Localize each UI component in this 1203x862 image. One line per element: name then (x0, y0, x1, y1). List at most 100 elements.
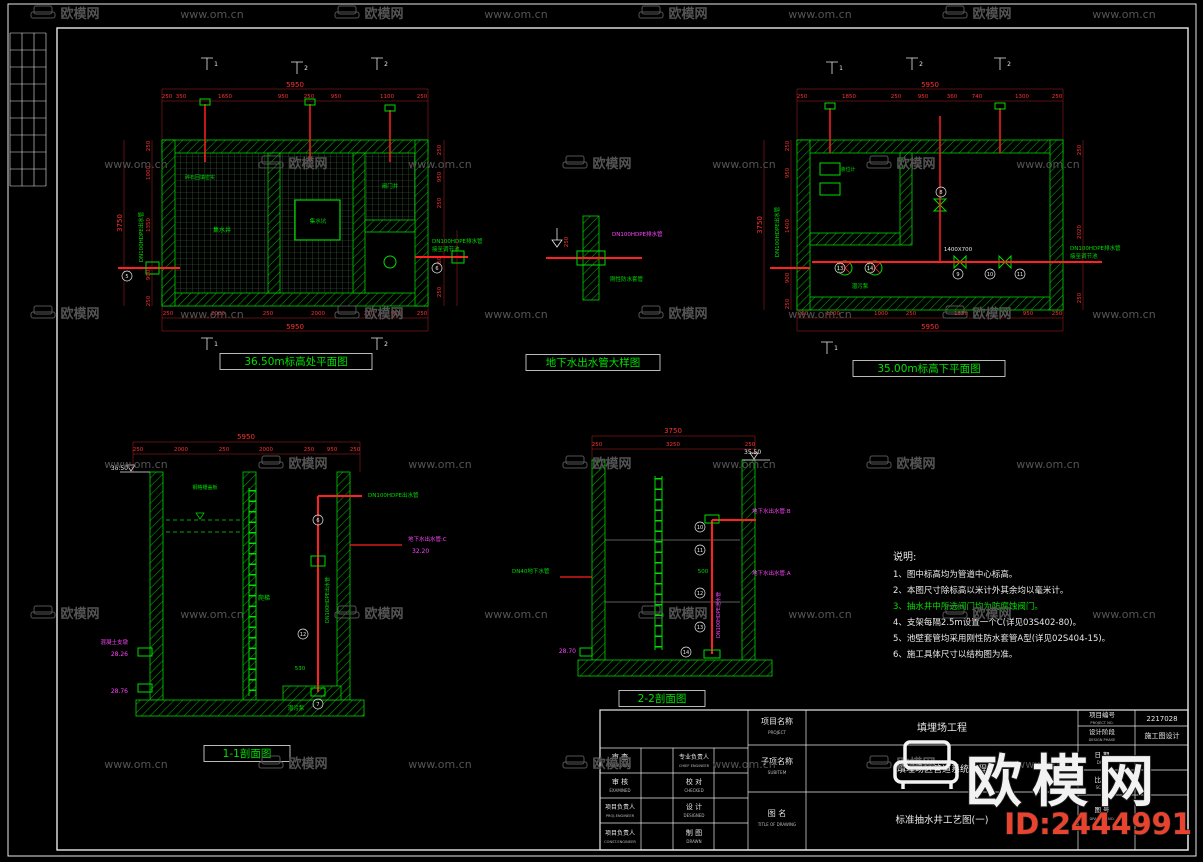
sofa-icon (261, 755, 281, 765)
balloon-circle (297, 628, 309, 640)
anno-label: 阀门井 (382, 182, 399, 190)
dim-label: 1650 (218, 94, 232, 100)
watermark-brand-tile: 欧模网 (30, 605, 100, 622)
watermark-brand-text: 欧模网 (668, 306, 707, 322)
dim-label: 1850 (842, 94, 856, 100)
sofa-icon (945, 305, 965, 315)
sofa-icon (565, 155, 585, 165)
anno-label: DN100HDPE出水管 (324, 577, 331, 623)
watermark-brand-text: 欧模网 (668, 6, 707, 22)
dimension-lines (132, 441, 361, 472)
dim-label: 250 (263, 311, 274, 317)
dim-label: 250 (745, 442, 756, 448)
dim-label: 250 (219, 447, 230, 453)
tb-project-value: 填埋场工程 (917, 721, 967, 734)
anno-label: DN100HDPE出水管 (773, 206, 781, 257)
dimension-lines (123, 88, 458, 332)
anno-label: DN100HDPE出水管 (137, 211, 145, 262)
tb-scale-label-en: SCALE (1096, 785, 1109, 790)
pipe-support (579, 647, 593, 657)
dim-label: 2000 (259, 447, 273, 453)
anno-label: 32.20 (412, 548, 429, 555)
section-flag (821, 341, 833, 354)
dim-label: 1400 (785, 219, 791, 233)
big-watermark: 欧模网 ID:2444991 (893, 740, 1193, 842)
view-title-box (525, 354, 661, 371)
watermark-url-tile: www.om.cn (712, 158, 775, 171)
dim-label: 250 (437, 144, 443, 155)
dim-label: 3750 (664, 427, 682, 435)
view-title-box (852, 360, 1006, 377)
watermark-brand-tile: 欧模网 (562, 455, 632, 472)
gate-valve (145, 261, 160, 275)
dim-label: 250 (906, 311, 917, 317)
watermark-url-tile: www.om.cn (1092, 608, 1155, 621)
dim-label: 360 (947, 94, 958, 100)
dim-label: 2000 (311, 311, 325, 317)
sofa-icon (942, 311, 968, 319)
sofa-icon (641, 305, 661, 315)
section-flag (201, 337, 213, 350)
watermark-url-tile: www.om.cn (1016, 758, 1079, 771)
watermark-url-tile: www.om.cn (1092, 8, 1155, 21)
foot-elbow (703, 649, 721, 659)
level-mark (551, 228, 563, 248)
dim-label: 900 (146, 269, 152, 280)
sofa-icon (565, 455, 585, 465)
balloon-number: 12 (300, 632, 306, 638)
waterproof-sleeve (576, 250, 606, 266)
section-flag (201, 57, 213, 70)
watermark-brand-text: 欧模网 (896, 156, 935, 172)
pipes (118, 104, 468, 269)
dim-label: 250 (162, 94, 173, 100)
dim-label: 250 (146, 140, 152, 151)
tb-designed-cn: 设 计 (686, 802, 702, 811)
watermark-url-tile: www.om.cn (408, 158, 471, 171)
balloon-circle (694, 521, 706, 533)
watermark-url-tile: www.om.cn (1016, 158, 1079, 171)
anno-label: 潜污泵 (288, 704, 305, 712)
section-flag-number: 2 (919, 61, 923, 68)
watermark-url-text: www.om.cn (1092, 308, 1155, 321)
watermark-brand-text: 欧模网 (592, 756, 631, 772)
balloon-number: 10 (987, 272, 993, 278)
watermark-brand-tile: 欧模网 (562, 755, 632, 772)
dim-label: 950 (1023, 311, 1034, 317)
watermark-url-tile: www.om.cn (104, 758, 167, 771)
watermark-url-tile: www.om.cn (180, 8, 243, 21)
title-block (599, 709, 1189, 851)
pipe-support (137, 647, 153, 657)
anno-label: 地下水出水管:A (752, 569, 791, 577)
sofa-icon (334, 311, 360, 319)
tb-designed-en: DESIGNED (683, 813, 704, 818)
tb-drawing-value: 标准抽水井工艺图(一) (896, 814, 989, 826)
sofa-icon (942, 611, 968, 619)
watermark-brand-text: 欧模网 (364, 606, 403, 622)
dim-label: 1000 (826, 311, 840, 317)
dim-label: 1000 (874, 311, 888, 317)
tb-projno-label-cn: 项目编号 (1089, 710, 1116, 719)
watermark-brand-text: 欧模网 (60, 6, 99, 22)
anno-label: 接至调节池 (1070, 252, 1098, 260)
watermark-url-text: www.om.cn (408, 158, 471, 171)
balloon-number: 9 (956, 272, 959, 278)
view-title: 2-2剖面图 (638, 692, 687, 705)
section-flag-number: 1 (839, 65, 843, 72)
dim-label: 250 (146, 295, 152, 306)
pipe-fittings (824, 102, 1006, 110)
watermark-brand-text: 欧模网 (668, 606, 707, 622)
big-watermark-id: ID:2444991 (1004, 807, 1192, 841)
sump-pit (294, 199, 341, 241)
watermark-brand-tile: 欧模网 (638, 5, 708, 22)
watermark-brand-tile: 欧模网 (30, 5, 100, 22)
watermark-url-tile: www.om.cn (484, 8, 547, 21)
dim-label: 250 (785, 298, 791, 309)
dim-label: 250 (417, 94, 428, 100)
section-flag (291, 61, 303, 74)
watermark-brand-text: 欧模网 (972, 306, 1011, 322)
watermark-url-text: www.om.cn (788, 308, 851, 321)
dim-label: 2020 (1077, 225, 1083, 239)
notes-title: 说明: (893, 550, 916, 563)
sofa-icon (258, 761, 284, 769)
control-box (819, 162, 841, 176)
